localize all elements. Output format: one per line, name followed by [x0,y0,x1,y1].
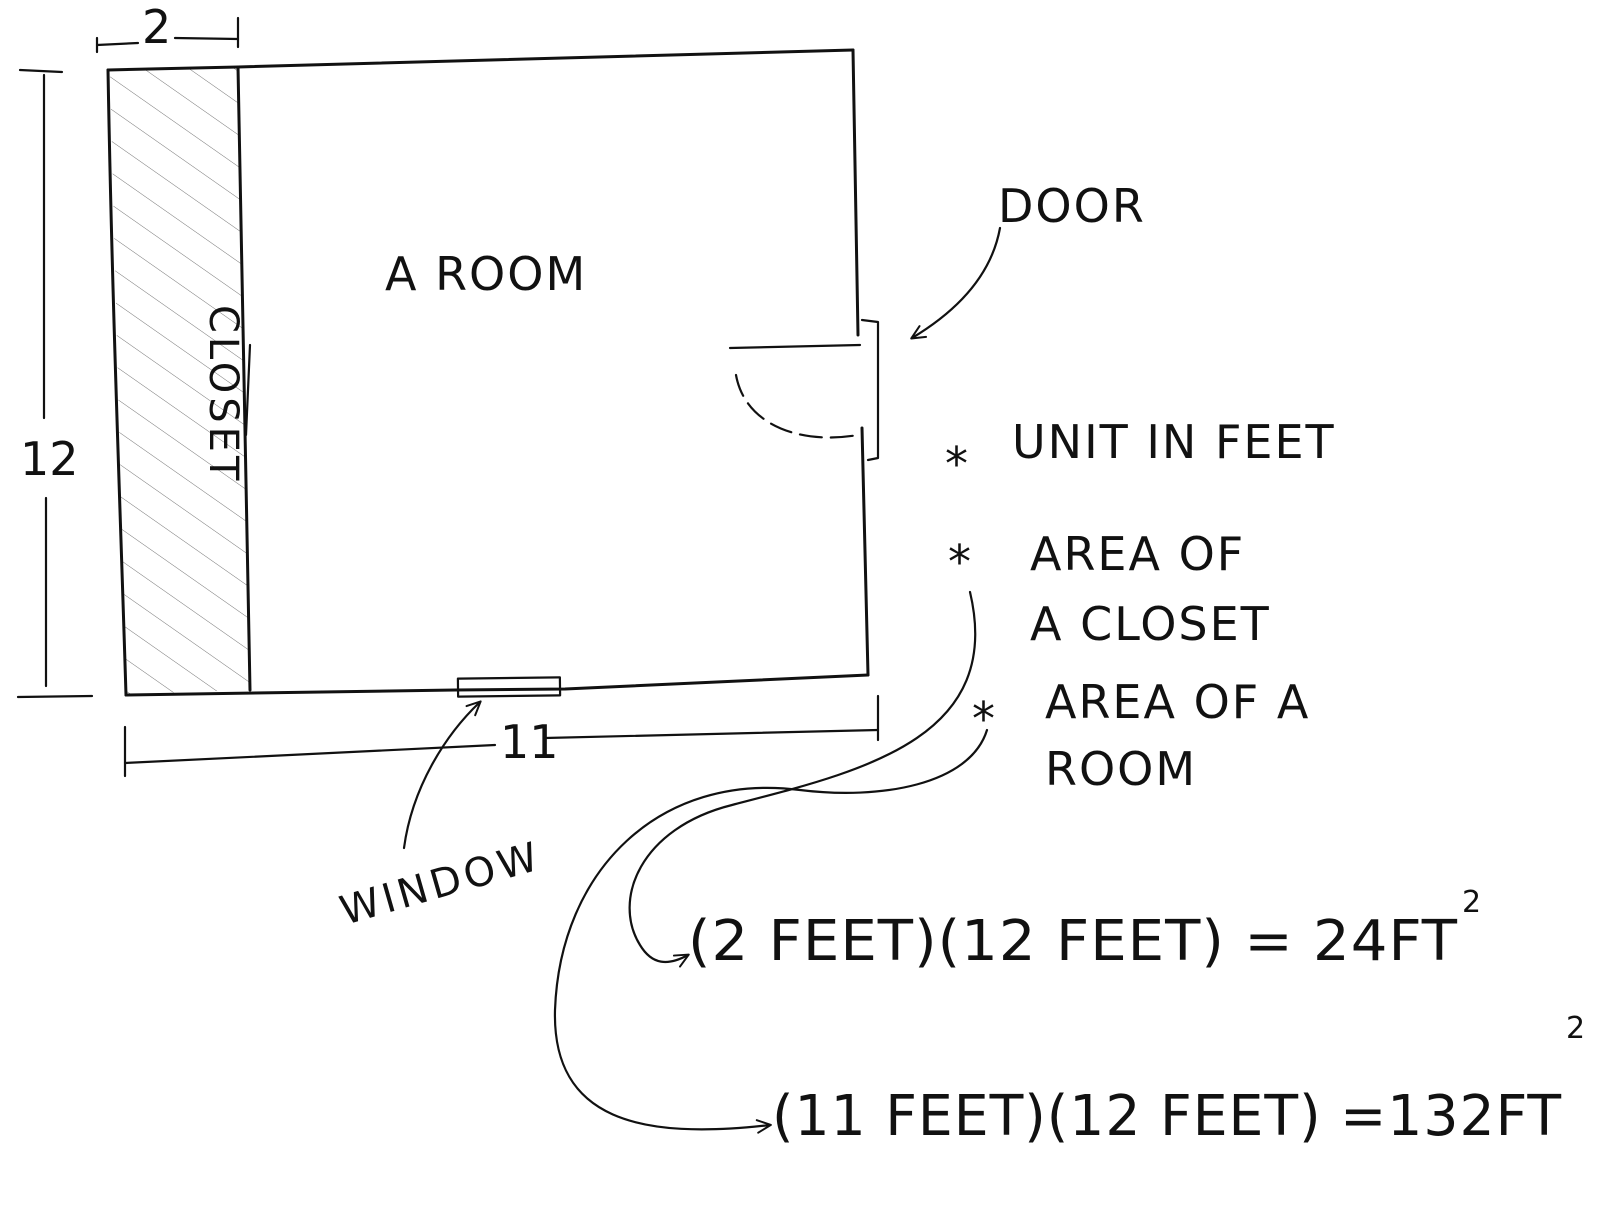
closet-area-equation-text: (2 FEET)(12 FEET) = 24FT [688,909,1458,974]
closet-area-equation: (2 FEET)(12 FEET) = 24FT 2 [688,885,1481,974]
dimension-lines [16,16,880,778]
window-symbol [456,676,562,698]
room-area-link [553,728,989,1134]
closet-area-exponent: 2 [1462,885,1481,920]
room-area-exponent: 2 [1566,1011,1585,1046]
note-bullet: * [972,692,997,746]
room-width-dimension: 11 [500,715,559,769]
note-closet-area-line-2: A CLOSET [1030,597,1271,651]
room-label: A ROOM [385,247,587,301]
floor-plan-outline [106,48,870,697]
height-dimension: 12 [20,432,79,486]
notes-list: * UNIT IN FEET * AREA OF A CLOSET * AREA… [945,415,1336,796]
window-label: WINDOW [335,833,547,934]
closet-area-link [628,590,977,968]
pointer-arrows [402,226,1002,1134]
note-unit-line: UNIT IN FEET [1012,415,1336,469]
door-arrow [910,226,1002,340]
door-label: DOOR [998,179,1146,233]
room-area-equation-text: (11 FEET)(12 FEET) =132FT [772,1084,1562,1149]
note-closet-area-line-1: AREA OF [1030,527,1245,581]
note-bullet: * [945,437,970,491]
note-room-area-line-2: ROOM [1045,742,1197,796]
closet-hatch [110,68,250,694]
closet-width-dimension: 2 [142,0,171,54]
closet-door-line [244,343,252,437]
room-area-equation: (11 FEET)(12 FEET) =132FT 2 [772,1011,1585,1149]
window-arrow [402,700,482,850]
closet-label: CLOSET [200,305,246,484]
door-symbol [728,318,880,462]
note-room-area-line-1: AREA OF A [1045,675,1310,729]
note-bullet: * [948,535,973,589]
